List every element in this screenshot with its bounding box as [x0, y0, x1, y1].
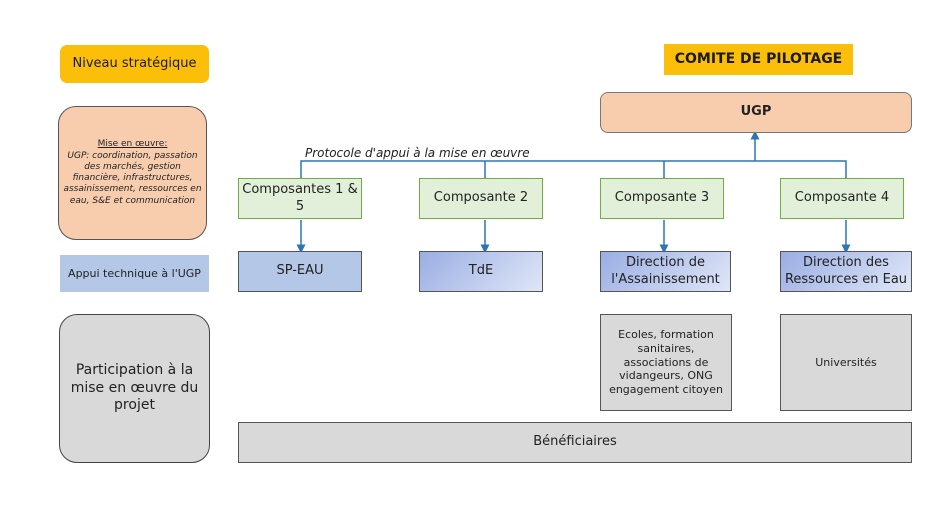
ugp-box: UGP — [600, 92, 912, 133]
component-1-5: Composantes 1 & 5 — [238, 178, 362, 219]
strategic-level-legend: Niveau stratégique — [60, 45, 209, 83]
implementation-text: UGP: coordination, passation des marchés… — [63, 150, 202, 206]
beneficiaries: Bénéficiaires — [238, 422, 912, 463]
institution-direction-ressources-eau: Direction des Ressources en Eau — [780, 251, 912, 292]
technical-support-legend: Appui technique à l'UGP — [60, 255, 209, 292]
implementation-legend: Mise en œuvre: UGP: coordination, passat… — [58, 106, 207, 240]
connector-bus — [300, 160, 847, 178]
participant-universities: Universités — [780, 314, 912, 411]
institution-direction-assainissement: Direction de l'Assainissement — [600, 251, 731, 292]
participant-schools-ngos: Ecoles, formation sanitaires, associatio… — [600, 314, 732, 411]
implementation-title: Mise en œuvre: — [97, 139, 168, 150]
component-4: Composante 4 — [780, 178, 904, 219]
institution-sp-eau: SP-EAU — [238, 251, 362, 292]
component-2: Composante 2 — [419, 178, 543, 219]
institution-tde: TdE — [419, 251, 543, 292]
protocol-label: Protocole d'appui à la mise en œuvre — [305, 146, 530, 160]
steering-committee: COMITE DE PILOTAGE — [664, 44, 853, 75]
component-3: Composante 3 — [600, 178, 724, 219]
participation-legend: Participation à la mise en œuvre du proj… — [59, 314, 210, 463]
